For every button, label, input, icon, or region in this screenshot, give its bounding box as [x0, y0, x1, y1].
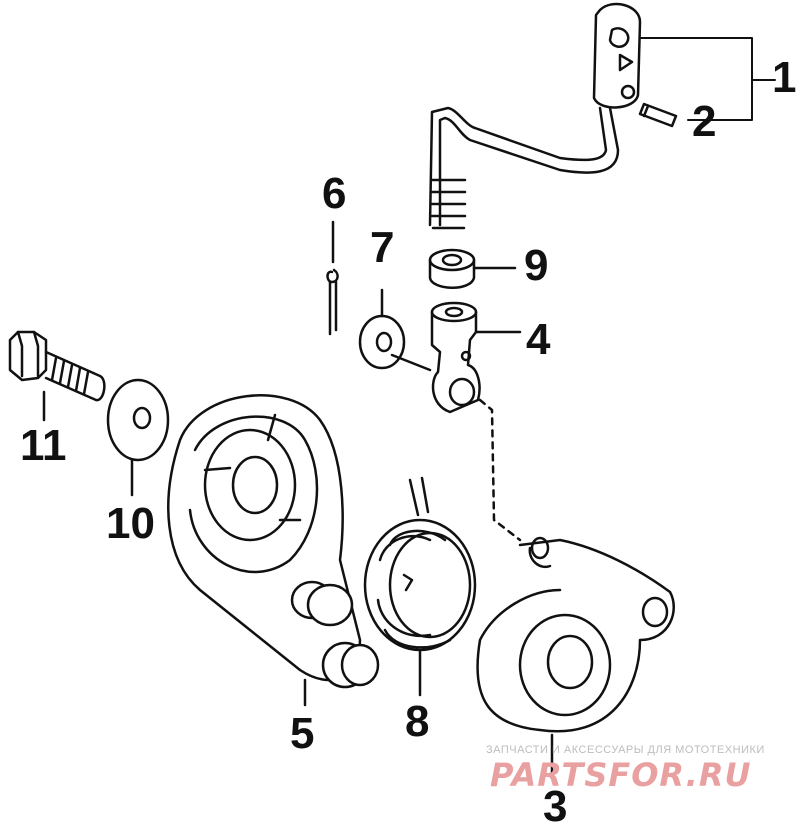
cotter-pin-part [326, 220, 339, 336]
joint-part [430, 301, 522, 542]
watermark-tagline: ЗАПЧАСТИ И АКСЕССУАРЫ ДЛЯ МОТОТЕХНИКИ [486, 744, 765, 756]
bolt-part [8, 330, 106, 422]
callout-2: 2 [692, 97, 717, 146]
flat-washer-part [106, 378, 170, 497]
callout-4: 4 [526, 315, 551, 364]
housing-part [476, 536, 675, 777]
washer-part [358, 288, 432, 372]
pin-part [638, 102, 678, 128]
callout-10: 10 [106, 499, 155, 548]
bracket-part [167, 394, 380, 707]
callout-3: 3 [543, 782, 568, 831]
callout-8: 8 [405, 697, 430, 746]
callout-11: 11 [20, 421, 67, 470]
callout-6: 6 [322, 169, 347, 218]
callout-7: 7 [370, 223, 395, 272]
callout-9: 9 [524, 241, 549, 290]
watermark-brand: PARTSFOR.RU [490, 756, 752, 794]
spring-part [363, 476, 477, 697]
nut-part [428, 248, 517, 289]
leader-lines [639, 37, 776, 121]
callout-1: 1 [772, 53, 797, 102]
shift-rod-part [428, 2, 642, 230]
callout-5: 5 [290, 709, 315, 758]
